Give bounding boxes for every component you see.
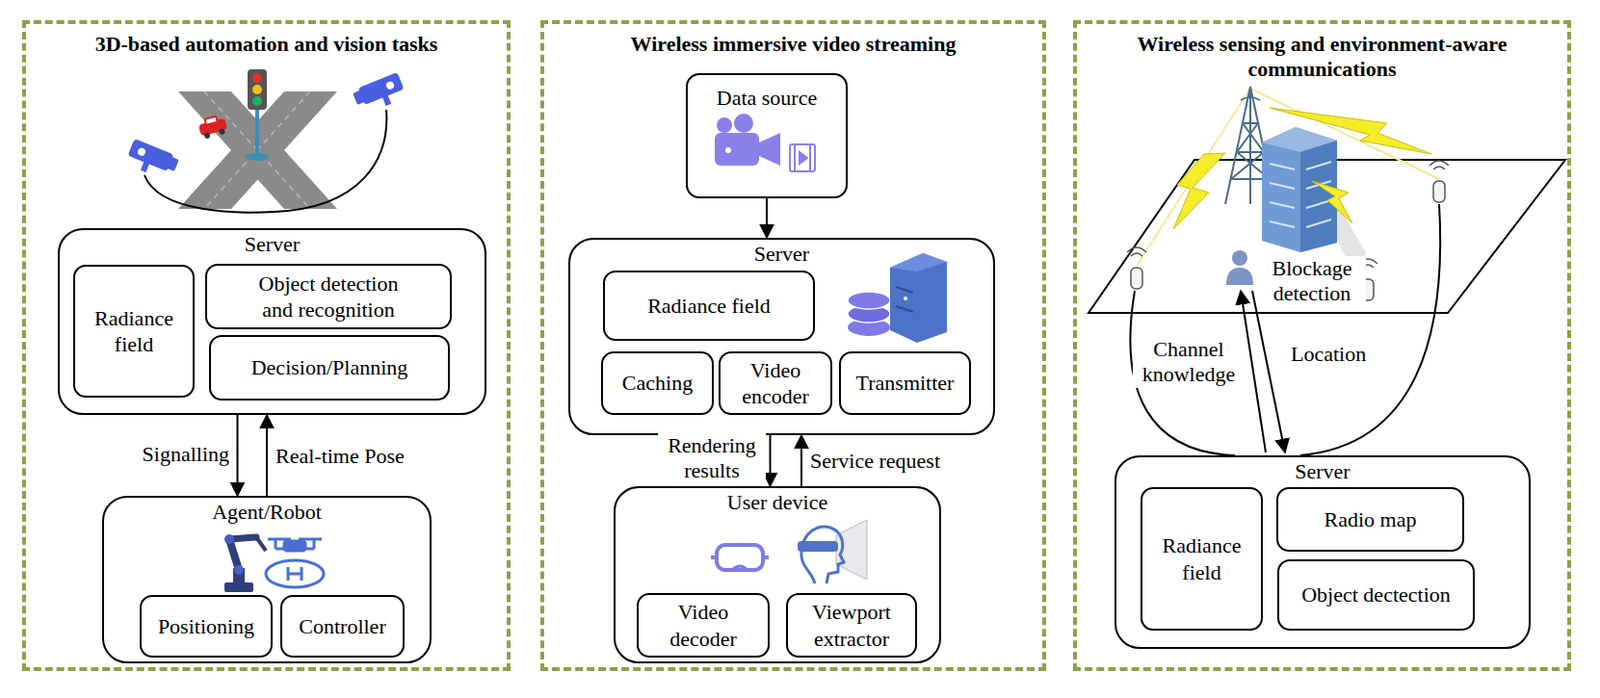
component-box: ServerRadiance fieldCaching Video encoder… bbox=[568, 237, 996, 436]
database-icon bbox=[847, 291, 891, 337]
scenario-panel: Wireless immersive video streamingData s… bbox=[540, 20, 1047, 672]
camera-icon bbox=[351, 72, 408, 116]
module-box: Video decoder bbox=[636, 593, 770, 658]
lightning-bolt bbox=[1173, 153, 1226, 230]
box-label: Viewport extractor bbox=[798, 599, 905, 653]
box-label: Caching bbox=[622, 369, 693, 397]
scene-label: Channel knowledge bbox=[1132, 337, 1245, 389]
robot-arm-icon bbox=[224, 534, 266, 593]
module-box: Caching bbox=[601, 351, 714, 416]
module-box: Radiance field bbox=[1140, 487, 1263, 631]
server-tower-icon bbox=[890, 253, 947, 343]
edge-label: Rendering results bbox=[657, 433, 766, 485]
module-box: Object detection and recognition bbox=[205, 263, 452, 330]
component-box: ServerRadiance field Object detection and… bbox=[57, 228, 487, 416]
box-label: Object dectection bbox=[1301, 581, 1451, 609]
car-icon bbox=[197, 113, 229, 141]
vr-headset-icon bbox=[710, 545, 769, 571]
ar-user-icon bbox=[797, 520, 867, 584]
box-label: Radio map bbox=[1324, 506, 1417, 534]
box-label: Radiance field bbox=[647, 292, 771, 320]
box-heading: User device bbox=[615, 488, 940, 516]
component-box: ServerRadiance field Radio mapObject dect… bbox=[1114, 455, 1531, 650]
box-heading: Server bbox=[1116, 457, 1529, 485]
module-box: Radiance field bbox=[603, 270, 815, 341]
box-label: Controller bbox=[298, 613, 386, 641]
module-box: Video encoder bbox=[718, 351, 833, 416]
scene-label: Blockage detection bbox=[1258, 256, 1366, 308]
drone-icon bbox=[265, 539, 324, 588]
panel-title: 3D-based automation and vision tasks bbox=[26, 24, 507, 57]
panel-title: Wireless immersive video streaming bbox=[544, 24, 1043, 57]
flow-arrow bbox=[800, 435, 803, 487]
edge-label: Signalling bbox=[111, 442, 232, 468]
box-label: Decision/Planning bbox=[251, 354, 409, 382]
module-box: Radio map bbox=[1276, 487, 1465, 552]
box-label: Radiance field bbox=[1154, 532, 1251, 586]
film-icon bbox=[789, 144, 815, 172]
module-box: Object dectection bbox=[1277, 559, 1475, 631]
person-icon bbox=[1226, 250, 1254, 286]
box-label: Video encoder bbox=[727, 357, 824, 411]
environment-scene bbox=[1088, 86, 1566, 456]
module-box: Positioning bbox=[139, 595, 273, 658]
location-arrow bbox=[1252, 290, 1286, 453]
component-box: Data source bbox=[685, 73, 848, 199]
camera-link bbox=[144, 109, 387, 213]
channel-link bbox=[1300, 204, 1441, 456]
box-label: Radiance field bbox=[85, 305, 183, 359]
box-heading: Server bbox=[59, 230, 485, 258]
box-heading: Agent/Robot bbox=[104, 498, 430, 525]
edge-label: Real-time Pose bbox=[273, 444, 442, 470]
scenario-panel: 3D-based automation and vision tasksServ… bbox=[22, 20, 511, 672]
flow-arrow bbox=[236, 415, 239, 497]
box-label: Positioning bbox=[157, 613, 255, 641]
scene-label: Location bbox=[1288, 341, 1380, 368]
module-box: Controller bbox=[280, 595, 405, 658]
flow-arrow bbox=[265, 415, 268, 497]
box-label: Video decoder bbox=[655, 599, 752, 653]
lightning-bolt bbox=[1269, 107, 1432, 155]
box-label: Transmitter bbox=[856, 369, 955, 397]
module-box: Decision/Planning bbox=[209, 335, 450, 401]
flow-arrow bbox=[765, 198, 768, 238]
module-box: Viewport extractor bbox=[786, 593, 918, 658]
module-box: Transmitter bbox=[839, 351, 971, 416]
camera-icon bbox=[124, 138, 181, 183]
intersection bbox=[124, 69, 408, 213]
module-box: Radiance field bbox=[73, 264, 195, 398]
component-box: Agent/RobotPositioning Controller bbox=[102, 496, 432, 664]
box-label: Object detection and recognition bbox=[241, 270, 416, 324]
panel-title: Wireless sensing and environment-aware c… bbox=[1076, 24, 1568, 83]
lightning-bolt bbox=[1311, 181, 1353, 224]
video-camera-icon bbox=[714, 113, 781, 166]
edge-label: Service request bbox=[808, 448, 986, 474]
box-heading: Server bbox=[570, 239, 994, 267]
box-heading: Data source bbox=[687, 75, 846, 112]
flow-arrow bbox=[769, 435, 772, 487]
component-box: User deviceVideo decoder Viewport extract… bbox=[613, 486, 942, 664]
traffic-light bbox=[245, 69, 269, 161]
